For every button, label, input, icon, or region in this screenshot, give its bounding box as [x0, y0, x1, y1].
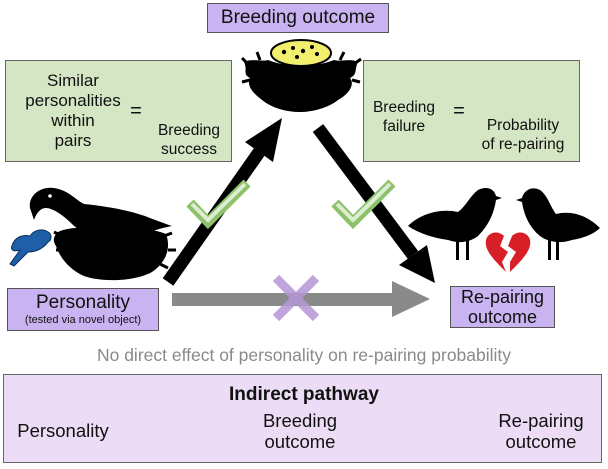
check-icon [186, 179, 251, 230]
panel-line: within [51, 111, 95, 130]
panel-line: Breeding [372, 99, 436, 116]
similar-personalities-text: Similar personalities within pairs [18, 71, 128, 151]
pathway-step-repairing: Re-pairing outcome [482, 410, 600, 452]
check-icon [331, 179, 396, 230]
panel-line: failure [382, 118, 426, 135]
arrow-breeding-to-repairing [312, 124, 435, 283]
pathway-step-personality: Personality [17, 420, 109, 441]
panel-line: Probability [486, 117, 560, 134]
pathway-line: outcome [264, 431, 336, 452]
personality-label: Personality [36, 292, 130, 313]
pathway-line: Breeding [262, 410, 338, 431]
similar-personalities-panel: Similar personalities within pairs = Bre… [5, 60, 232, 162]
breeding-failure-panel: Breeding failure = Probability of re-pai… [363, 60, 580, 162]
breeding-failure-text: Breeding failure [368, 98, 440, 136]
probability-repairing-text: Probability of re-pairing [468, 116, 578, 154]
arrow-direct-effect [172, 281, 430, 317]
indirect-pathway-panel [3, 374, 602, 463]
pathway-step-breeding: Breeding outcome [245, 410, 355, 452]
repairing-outcome-box: Re-pairing outcome [450, 286, 555, 328]
indirect-pathway-title: Indirect pathway [229, 384, 379, 405]
panel-line: success [161, 141, 217, 158]
personality-box: Personality (tested via novel object) [7, 288, 159, 331]
breeding-success-text: Breeding success [144, 121, 234, 159]
nest-eggs-icon [240, 39, 362, 112]
panel-line: personalities [25, 91, 121, 110]
breeding-outcome-label: Breeding outcome [207, 3, 389, 33]
repairing-line: Re-pairing [460, 287, 545, 307]
broken-heart-icon [485, 232, 531, 272]
panel-line: Breeding [157, 122, 221, 139]
panel-line: Similar [47, 71, 99, 90]
bird-on-nest-icon [29, 187, 176, 281]
personality-sublabel: (tested via novel object) [24, 314, 142, 326]
cross-icon [272, 274, 320, 322]
bird-pair-icon [408, 188, 600, 260]
pathway-line: outcome [505, 431, 577, 452]
panel-line: of re-pairing [481, 136, 565, 153]
repairing-line: outcome [467, 307, 538, 327]
pathway-line: Re-pairing [498, 410, 584, 431]
panel-line: pairs [54, 131, 92, 150]
equals-sign: = [453, 100, 465, 122]
no-direct-effect-caption: No direct effect of personality on re-pa… [96, 345, 512, 365]
equals-sign: = [130, 100, 142, 122]
blue-object-icon [9, 229, 52, 267]
